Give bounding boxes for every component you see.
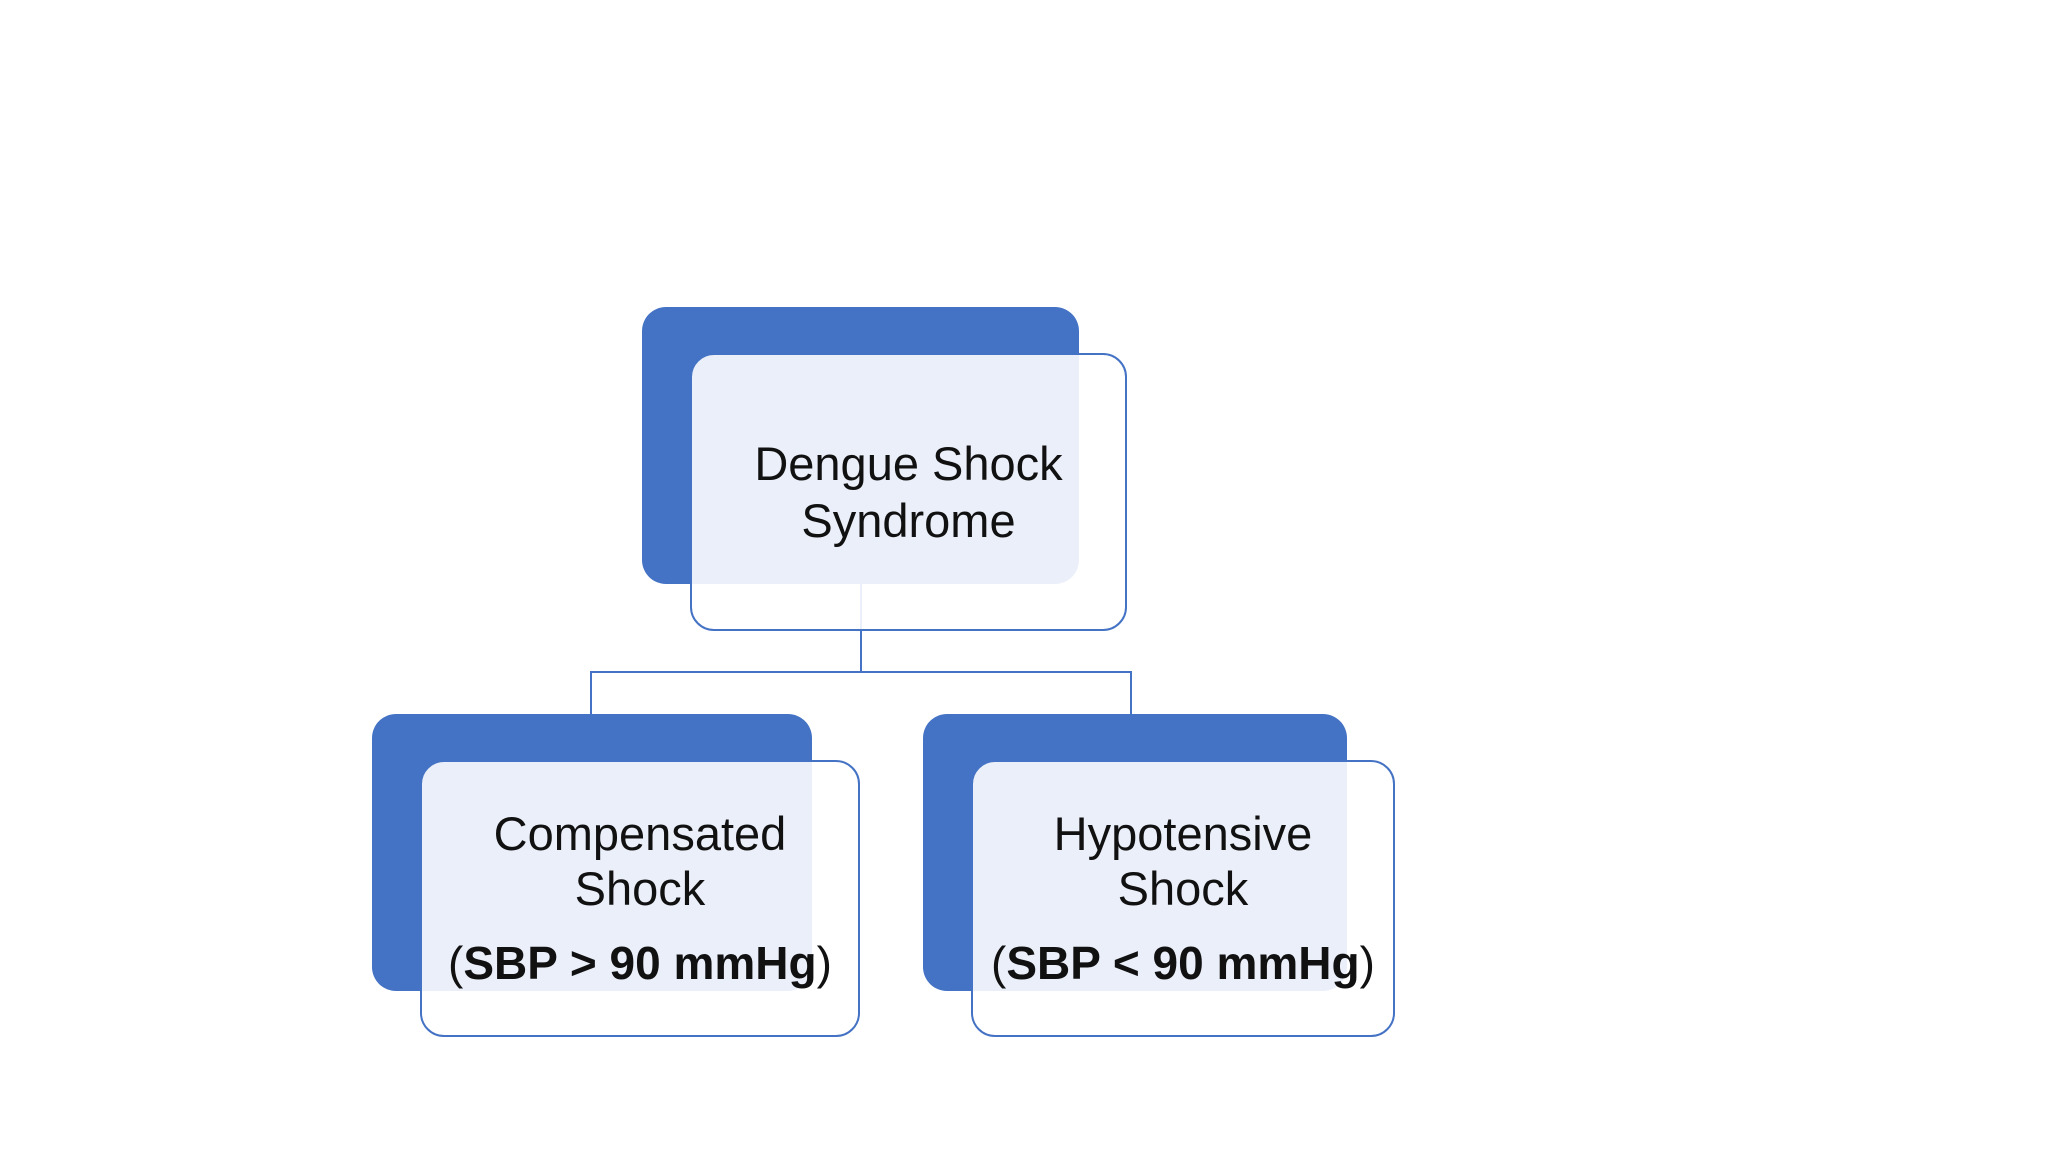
node-hypotensive-shock: Hypotensive Shock (SBP < 90 mmHg) bbox=[971, 760, 1395, 1037]
right-node-sbp-line: (SBP < 90 mmHg) bbox=[991, 936, 1375, 991]
left-node-title: Compensated Shock bbox=[448, 806, 832, 916]
left-sbp-close-paren: ) bbox=[816, 937, 832, 989]
node-compensated-shock: Compensated Shock (SBP > 90 mmHg) bbox=[420, 760, 860, 1037]
right-node-title: Hypotensive Shock bbox=[991, 806, 1375, 916]
right-sbp-open-paren: ( bbox=[991, 937, 1007, 989]
left-node-content: Compensated Shock (SBP > 90 mmHg) bbox=[448, 806, 832, 991]
root-title-line1: Dengue Shock bbox=[754, 437, 1063, 490]
right-sbp-close-paren: ) bbox=[1359, 937, 1375, 989]
connector-right-drop bbox=[1130, 671, 1132, 715]
connector-horizontal bbox=[590, 671, 1132, 673]
connector-left-drop bbox=[590, 671, 592, 715]
left-title-line2: Shock bbox=[574, 862, 706, 915]
root-node-title: Dengue Shock Syndrome bbox=[754, 435, 1062, 549]
left-sbp-open-paren: ( bbox=[448, 937, 464, 989]
left-title-line1: Compensated bbox=[493, 807, 787, 860]
right-sbp-value: SBP < 90 mmHg bbox=[1006, 937, 1360, 989]
left-node-sbp-line: (SBP > 90 mmHg) bbox=[448, 936, 832, 991]
right-title-line1: Hypotensive bbox=[1053, 807, 1313, 860]
root-title-line2: Syndrome bbox=[801, 494, 1016, 547]
right-node-content: Hypotensive Shock (SBP < 90 mmHg) bbox=[991, 806, 1375, 991]
left-sbp-value: SBP > 90 mmHg bbox=[463, 937, 817, 989]
node-dengue-shock-syndrome: Dengue Shock Syndrome bbox=[690, 353, 1127, 631]
right-title-line2: Shock bbox=[1117, 862, 1249, 915]
